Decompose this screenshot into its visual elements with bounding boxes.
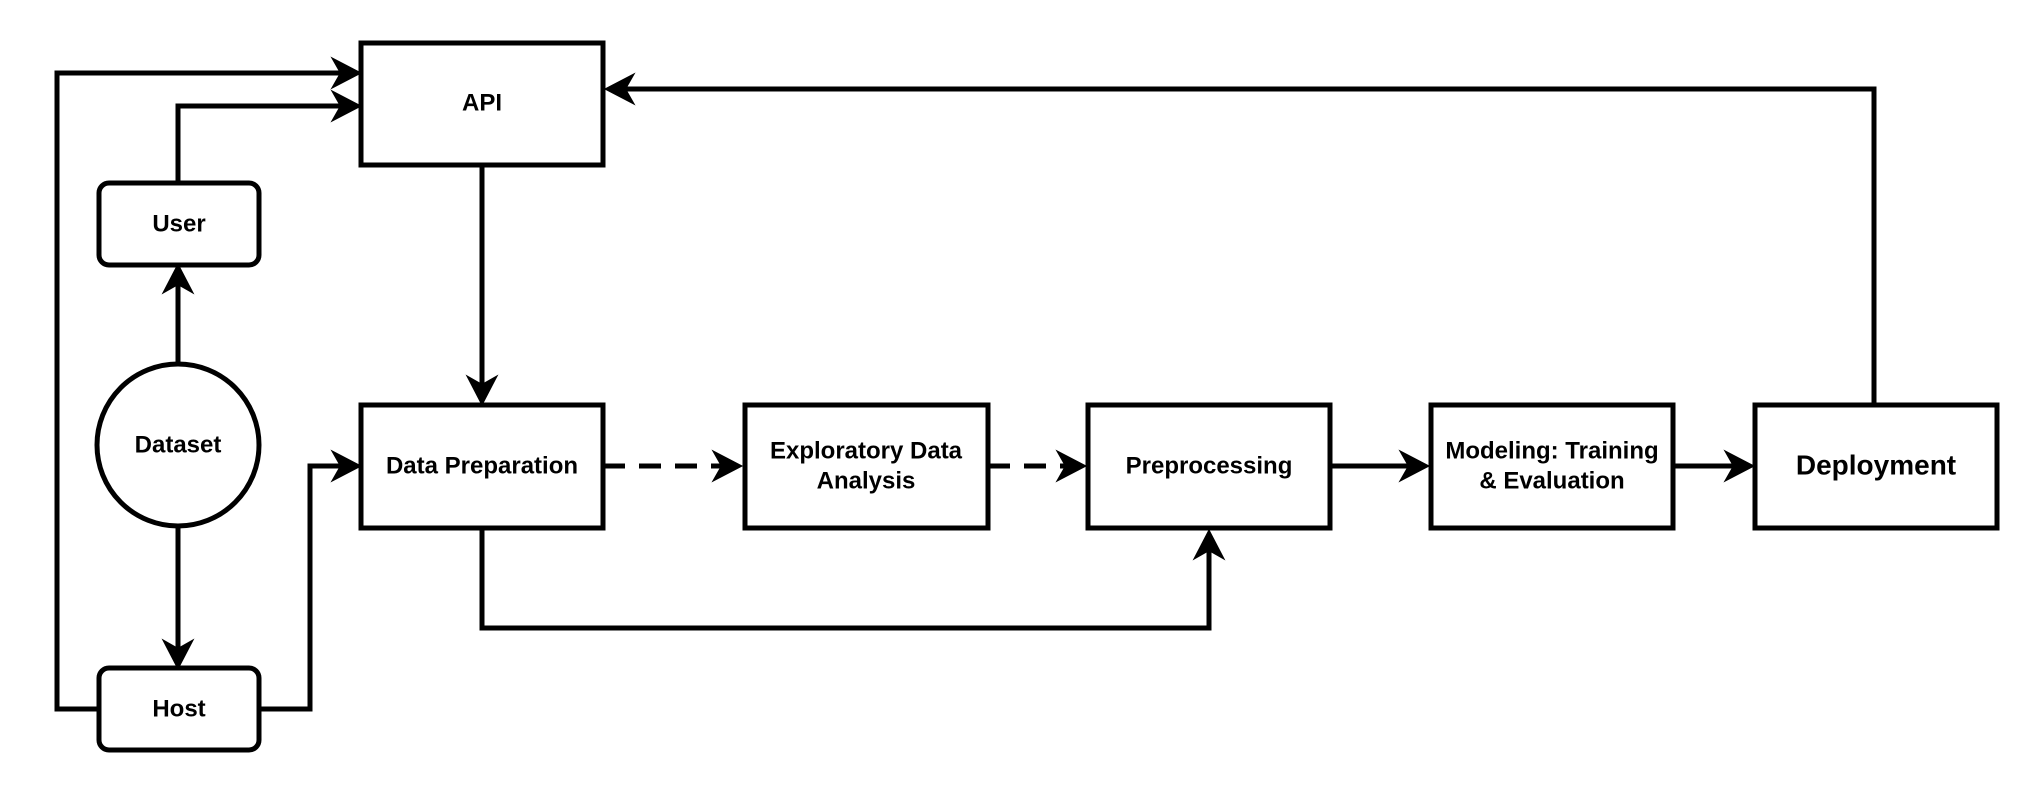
node-data-preparation[interactable]: Data Preparation xyxy=(358,402,606,531)
node-preprocessing[interactable]: Preprocessing xyxy=(1085,402,1333,531)
node-preprocessing-label: Preprocessing xyxy=(1126,452,1293,479)
node-api-label: API xyxy=(462,89,502,116)
node-user-label: User xyxy=(152,210,205,237)
node-modeling-label-line1: Modeling: Training xyxy=(1445,437,1658,464)
edge-eda-to-preprocessing xyxy=(988,449,1088,483)
node-eda-label-line2: Analysis xyxy=(817,467,916,494)
node-deployment-label: Deployment xyxy=(1796,449,1956,480)
edge-deployment-to-api xyxy=(603,72,1877,404)
edge-dataset-to-host xyxy=(161,526,195,671)
node-dataset[interactable]: Dataset xyxy=(94,361,262,529)
edge-preprocessing-to-modeling xyxy=(1330,449,1431,483)
edge-data-preparation-to-eda xyxy=(603,449,744,483)
node-eda-label-line1: Exploratory Data xyxy=(770,437,963,464)
node-data-preparation-label: Data Preparation xyxy=(386,452,578,479)
edge-api-to-data-preparation xyxy=(465,165,499,407)
edge-host-to-data-preparation xyxy=(260,449,363,712)
edge-dataset-to-user xyxy=(161,262,195,364)
node-api[interactable]: API xyxy=(358,40,606,168)
edge-host-to-api xyxy=(54,56,363,712)
node-host-label: Host xyxy=(152,695,205,722)
node-modeling-label-line2: & Evaluation xyxy=(1479,467,1624,494)
edge-modeling-to-deployment xyxy=(1673,449,1756,483)
node-deployment[interactable]: Deployment xyxy=(1752,402,2000,531)
node-user[interactable]: User xyxy=(96,180,262,268)
edge-user-to-api xyxy=(175,89,363,183)
node-modeling[interactable]: Modeling: Training & Evaluation xyxy=(1428,402,1676,531)
node-exploratory-data-analysis[interactable]: Exploratory Data Analysis xyxy=(742,402,991,531)
node-host[interactable]: Host xyxy=(96,665,262,753)
edge-data-preparation-to-preprocessing xyxy=(479,528,1226,631)
node-dataset-label: Dataset xyxy=(135,431,222,458)
